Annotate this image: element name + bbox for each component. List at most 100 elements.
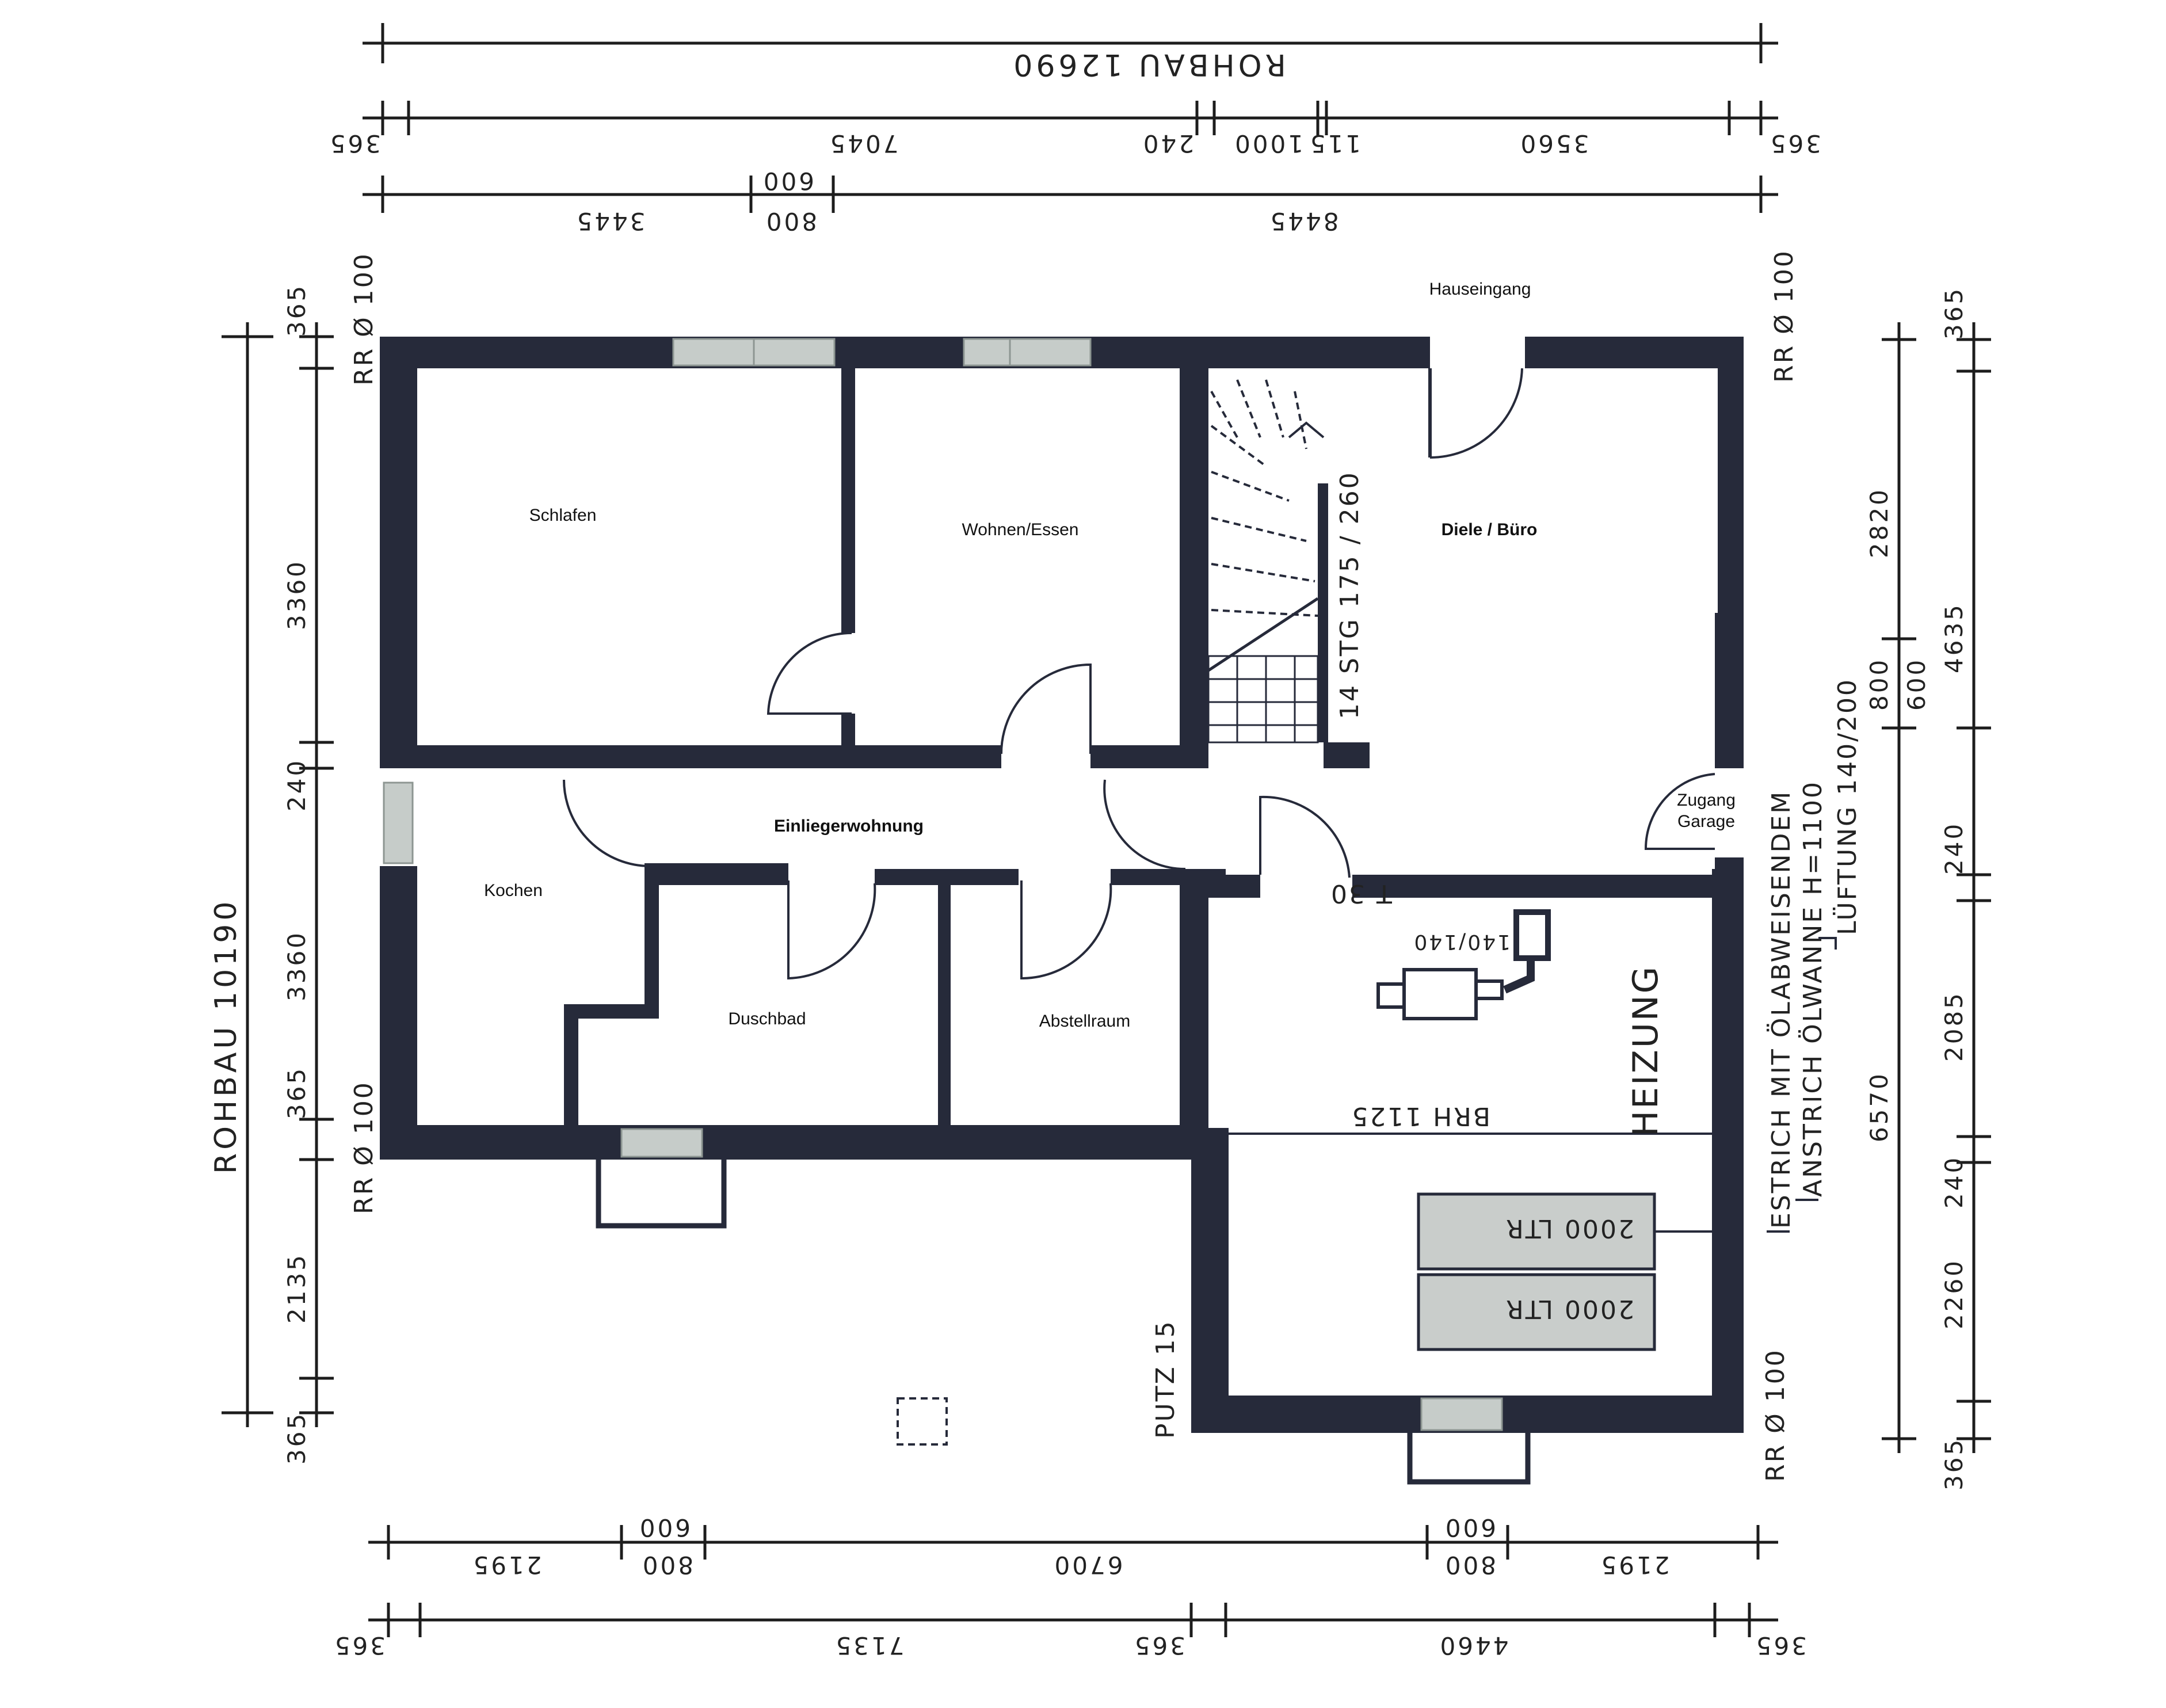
dim-bottom-r1-7: 2195 — [1599, 1551, 1670, 1579]
wall-heating-top — [1352, 875, 1744, 898]
dim-left-7: 365 — [283, 1412, 311, 1465]
wall-top-left — [380, 337, 1430, 368]
wall-corridor-bottom-2 — [875, 869, 1019, 885]
oil-tank-1 — [1417, 1192, 1656, 1271]
dim-top-r2-4: 8445 — [1268, 207, 1339, 235]
dim-left-4: 3360 — [283, 931, 311, 1001]
dim-bottom-r2-2: 7135 — [834, 1631, 905, 1660]
dim-right-4: 240 — [1940, 822, 1968, 875]
annotations: 14 STG 175 / 260 T 30 140/140 BRH 1125 2… — [349, 249, 1862, 1482]
wall-right-mid — [1715, 613, 1744, 768]
room-labels: Schlafen Wohnen/Essen Diele / Büro Hause… — [484, 280, 1736, 1137]
dim-right-inner-1: 2820 — [1865, 487, 1893, 558]
dim-bottom-r1-4: 6700 — [1053, 1551, 1123, 1579]
drain-marker — [897, 1397, 948, 1446]
dimensions-bottom: 2195 800 600 6700 800 600 2195 365 7135 … — [333, 1513, 1807, 1660]
room-heizung: HEIZUNG — [1626, 965, 1666, 1137]
room-abstellraum: Abstellraum — [1039, 1012, 1130, 1031]
door-heizung — [1259, 795, 1351, 878]
dim-top-r1-3: 240 — [1141, 129, 1194, 158]
wall-stair-end — [1324, 742, 1370, 768]
dim-left-5: 365 — [283, 1066, 311, 1119]
door-corridor-right — [1103, 779, 1186, 871]
doors — [563, 368, 1715, 980]
window-wohnen — [963, 338, 1092, 367]
dimensions-top: ROHBAU 12690 365 7045 240 1000 115 3560 … — [328, 23, 1821, 235]
wall-top-right — [1525, 337, 1744, 368]
boiler-icon — [1402, 968, 1478, 1020]
dim-bottom-r1-1: 2195 — [471, 1551, 542, 1579]
door-duschbad — [787, 880, 876, 980]
room-diele: Diele / Büro — [1442, 520, 1538, 539]
dim-bottom-r1-6: 600 — [1443, 1513, 1496, 1542]
dim-top-r2-2: 800 — [764, 207, 817, 235]
entrance-door-swing — [1429, 368, 1523, 459]
wall-corridor-bottom-1 — [645, 863, 788, 885]
dim-left-2: 3360 — [283, 559, 311, 630]
brh-label: BRH 1125 — [1350, 1101, 1490, 1131]
room-hauseingang: Hauseingang — [1429, 280, 1531, 299]
dim-right-8: 365 — [1940, 1438, 1968, 1490]
window-tankraum — [1420, 1397, 1503, 1431]
staircase — [1207, 379, 1325, 744]
dim-right-7: 2260 — [1940, 1259, 1968, 1329]
wall-bad-abstell — [938, 883, 951, 1131]
dim-left-6: 2135 — [283, 1253, 311, 1324]
lueftung-label: LÜFTUNG 140/200 — [1832, 678, 1862, 935]
wall-left-upper — [380, 337, 417, 751]
rr-bottom-right: RR Ø 100 — [1761, 1348, 1790, 1482]
door-t30-label: T 30 — [1329, 879, 1393, 908]
wall-stair-right — [1318, 483, 1328, 742]
wall-kochen-bad-upper — [645, 878, 659, 1016]
dim-left-total: ROHBAU 10190 — [209, 898, 243, 1174]
door-wohnen — [1000, 663, 1092, 754]
dim-bottom-r2-5: 365 — [1754, 1631, 1807, 1660]
dim-left-3: 240 — [283, 758, 311, 811]
rr-top-left: RR Ø 100 — [349, 252, 379, 386]
dim-right-inner-2: 800 — [1865, 658, 1893, 711]
room-schlafen: Schlafen — [529, 506, 597, 525]
windows — [383, 338, 1503, 1431]
dim-top-r2-3: 600 — [761, 167, 814, 195]
dim-bottom-r2-1: 365 — [333, 1631, 386, 1660]
inner-walls — [380, 368, 1744, 1151]
dimensions-left: ROHBAU 10190 365 3360 240 3360 365 2135 … — [209, 284, 334, 1465]
dim-right-total-1: 4635 — [1940, 603, 1968, 673]
wall-right-upper — [1718, 337, 1744, 613]
room-duschbad: Duschbad — [728, 1009, 806, 1028]
tank-1-label: 2000 LTR — [1504, 1214, 1634, 1243]
dim-top-r1-7: 365 — [1768, 129, 1821, 158]
dim-bottom-r2-3: 365 — [1132, 1631, 1185, 1660]
room-wohnen: Wohnen/Essen — [962, 520, 1079, 539]
dim-top-total: ROHBAU 12690 — [1010, 47, 1286, 82]
dim-top-r1-4: 1000 — [1233, 129, 1303, 158]
room-kochen: Kochen — [484, 881, 543, 900]
wall-annex-left — [1191, 1128, 1229, 1433]
dim-right-5: 2085 — [1940, 991, 1968, 1062]
dim-top-r2-1: 3445 — [575, 207, 646, 235]
wall-schlafen-wohnen-b — [841, 714, 855, 748]
wall-stair-left — [1180, 368, 1208, 768]
room-garage: Garage — [1677, 812, 1735, 831]
wall-corridor-top-left — [380, 745, 1001, 768]
wall-kochen-bad-lower — [564, 1004, 578, 1142]
boiler — [1376, 909, 1551, 1020]
wall-left-lower — [380, 866, 417, 1154]
dimensions-right: 2820 800 6570 365 600 4635 240 2085 240 … — [1865, 287, 1991, 1490]
stair-label: 14 STG 175 / 260 — [1335, 471, 1364, 719]
dim-top-r1-5: 115 — [1308, 129, 1361, 158]
estrich-label: ESTRICH MIT ÖLABWEISENDEM — [1766, 790, 1796, 1229]
chimney-icon — [1513, 909, 1551, 961]
window-kochen — [383, 781, 414, 864]
wall-schlafen-wohnen — [841, 368, 855, 633]
wall-right-lower — [1712, 869, 1744, 1433]
dim-bottom-r1-2: 800 — [640, 1551, 693, 1579]
dim-left-1: 365 — [283, 284, 311, 337]
wall-bottom-left — [380, 1125, 1197, 1160]
tank-2-label: 2000 LTR — [1504, 1294, 1634, 1324]
dim-right-total-2: 6570 — [1865, 1072, 1893, 1142]
dim-bottom-r1-3: 600 — [638, 1513, 691, 1542]
anstrich-label: ANSTRICH ÖLWANNE H=1100 — [1798, 780, 1828, 1197]
door-abstellraum — [1020, 880, 1112, 980]
